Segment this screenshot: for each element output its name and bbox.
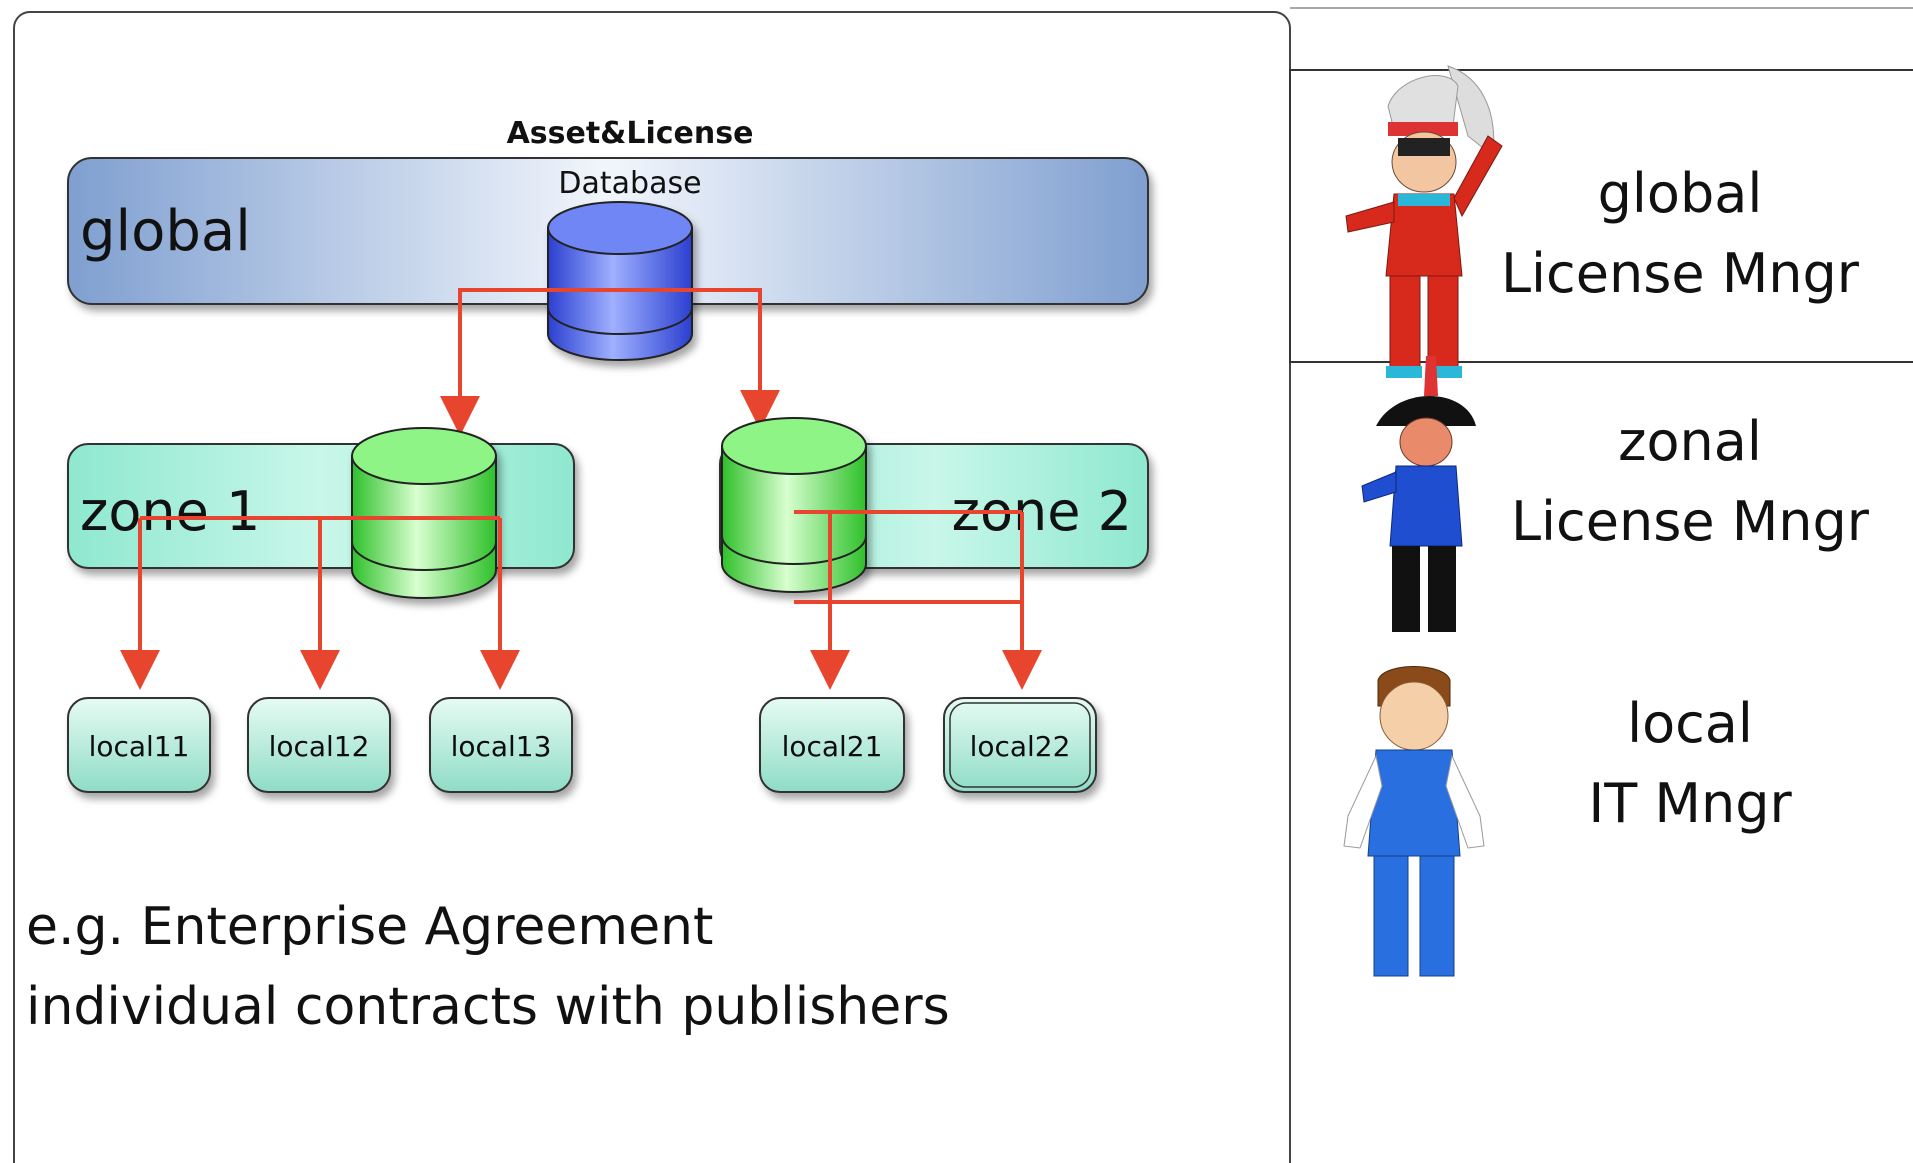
zone2-to-local-arrows [794,510,1042,690]
database-label-line2: Database [558,166,701,201]
global-frame-line [458,288,762,390]
global-label: global [80,199,251,264]
chief-figure-icon [1345,65,1503,378]
caption-line2: individual contracts with publishers [26,977,950,1037]
zone1-label: zone 1 [80,480,260,543]
role-local-line2: IT Mngr [1588,772,1792,835]
local-box-local13: local13 [429,697,573,793]
officer-figure-icon [1361,356,1476,632]
local-box-local11: local11 [67,697,211,793]
role-global-line2: License Mngr [1501,242,1860,305]
local-box-local22: local22 [943,697,1097,793]
local-box-local21: local21 [759,697,905,793]
role-global-line1: global [1598,162,1763,225]
local-label: local21 [782,730,883,763]
local-label: local11 [89,730,190,763]
local-label: local13 [451,730,552,763]
role-local-line1: local [1627,692,1753,755]
zone1-to-local-arrows [120,516,520,690]
role-zonal-line1: zonal [1618,410,1762,473]
role-zonal-line2: License Mngr [1511,490,1870,553]
database-label-line1: Asset&License [507,116,754,151]
caption-line1: e.g. Enterprise Agreement [26,897,713,957]
local-box-local12: local12 [247,697,391,793]
local-label: local22 [970,730,1071,763]
central-database-icon [547,201,693,361]
zone2-database-icon [721,417,867,593]
local-label: local12 [269,730,370,763]
worker-figure-icon [1343,666,1485,977]
zone1-database-icon [351,427,497,599]
